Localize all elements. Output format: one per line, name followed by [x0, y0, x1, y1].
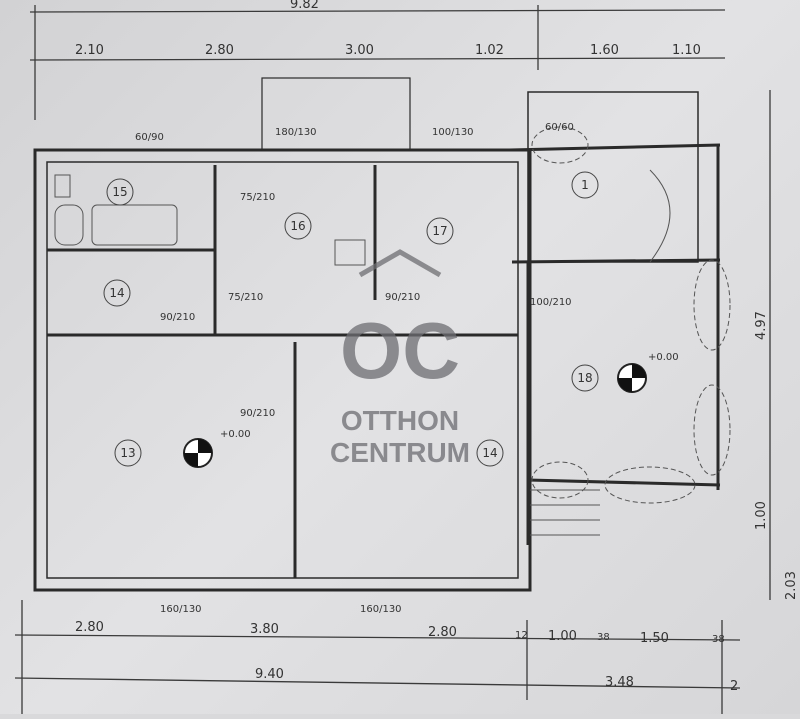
dimension-label: 3.80 — [250, 622, 279, 637]
dimension-label: 1.10 — [672, 43, 701, 58]
watermark-text: CENTRUM — [330, 437, 470, 468]
room-label: 14 — [482, 446, 497, 460]
dimension-label: 38 — [712, 634, 725, 645]
door-label: 90/210 — [240, 408, 275, 419]
dimension-label: 2.80 — [428, 625, 457, 640]
room-label: 16 — [290, 219, 305, 233]
dimension-label: 2.10 — [75, 43, 104, 58]
door-label: 75/210 — [228, 292, 263, 303]
dimension-label: 1.60 — [590, 43, 619, 58]
room-label: 13 — [120, 446, 135, 460]
dimension-label: 4.97 — [754, 311, 769, 340]
watermark-text: OTTHON — [341, 405, 459, 436]
door-label: 100/210 — [530, 297, 572, 308]
room-circles — [103, 171, 599, 467]
walls — [33, 77, 721, 592]
room-label: 18 — [577, 371, 592, 385]
dimension-label: 9.82 — [290, 0, 319, 12]
door-label: 90/210 — [160, 312, 195, 323]
door-label: 75/210 — [240, 192, 275, 203]
elevation-marker — [183, 363, 647, 468]
dimension-label: 1.00 — [754, 501, 769, 530]
dimension-label: 2.03 — [784, 571, 799, 600]
dimension-label: 2 — [730, 679, 738, 694]
room-label: 14 — [109, 286, 124, 300]
watermark-logo: OC OTTHON CENTRUM — [330, 249, 470, 468]
window-label: 100/130 — [432, 127, 474, 138]
window-label: 160/130 — [160, 604, 202, 615]
dimension-label: 1.02 — [475, 43, 504, 58]
window-label: 60/60 — [545, 122, 574, 133]
dimension-lines — [14, 5, 771, 714]
window-label: 60/90 — [135, 132, 164, 143]
fixtures — [54, 126, 731, 536]
dimension-label: 3.48 — [605, 675, 634, 690]
room-label: 15 — [112, 185, 127, 199]
dimension-label: 2.80 — [75, 620, 104, 635]
window-label: 160/130 — [360, 604, 402, 615]
dimension-label: 2.80 — [205, 43, 234, 58]
dimension-label: 12 — [515, 630, 528, 641]
dimension-label: 1.00 — [548, 629, 577, 644]
door-label: 90/210 — [385, 292, 420, 303]
dimension-label: 3.00 — [345, 43, 374, 58]
window-label: 180/130 — [275, 127, 317, 138]
dimension-label: 1.50 — [640, 631, 669, 646]
elevation-label: +0.00 — [648, 352, 679, 363]
elevation-label: +0.00 — [220, 429, 251, 440]
watermark-mark: OC — [340, 306, 460, 395]
dimension-label: 9.40 — [255, 667, 284, 682]
dimension-label: 38 — [597, 632, 610, 643]
room-label: 1 — [581, 178, 589, 192]
room-label: 17 — [432, 224, 447, 238]
